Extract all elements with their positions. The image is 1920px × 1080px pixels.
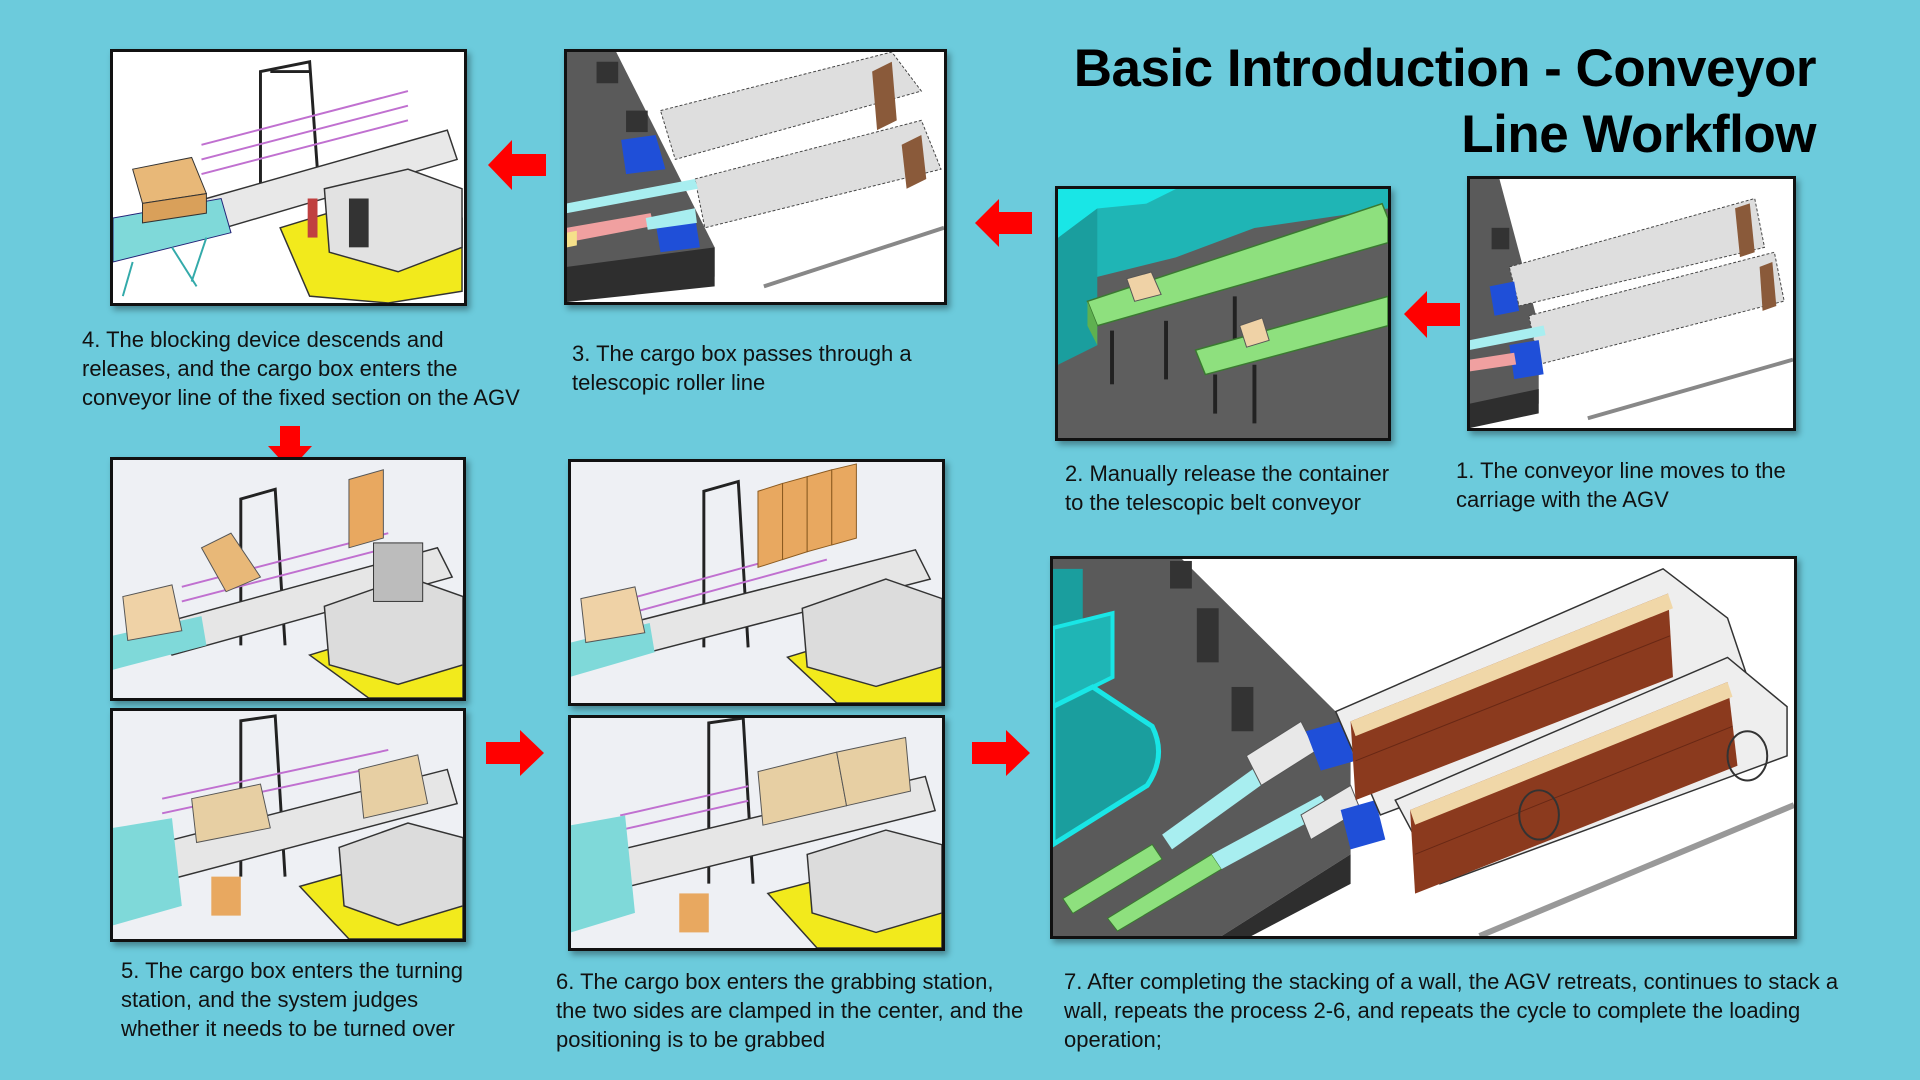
step-5-caption: 5. The cargo box enters the turning stat… (121, 958, 464, 1041)
right-arrow-icon (972, 730, 1030, 776)
step-1-caption: 1. The conveyor line moves to the carria… (1456, 458, 1786, 512)
page-title: Basic Introduction - Conveyor Line Workf… (916, 36, 1817, 168)
step-7-caption: 7. After completing the stacking of a wa… (1064, 969, 1839, 1052)
right-arrow-icon (486, 730, 544, 776)
step-4-caption: 4. The blocking device descends and rele… (82, 327, 520, 410)
step-4-image (110, 49, 467, 306)
left-arrow-icon (1404, 291, 1460, 338)
step-3-caption: 3. The cargo box passes through a telesc… (572, 341, 912, 395)
arrow-step3-to-step4 (488, 140, 546, 190)
arrow-step6-to-step7 (972, 730, 1030, 776)
left-arrow-icon (975, 199, 1032, 247)
arrow-step1-to-step2 (1404, 291, 1460, 338)
arrow-step5-to-step6 (486, 730, 544, 776)
step-6-image-top (568, 459, 945, 706)
arrow-step2-to-step3 (975, 199, 1032, 247)
title-line-1: Basic Introduction - Conveyor (1073, 39, 1817, 98)
step-1-image (1467, 176, 1796, 431)
step-5-image-top (110, 457, 466, 701)
step-7-image (1050, 556, 1797, 939)
step-3-image (564, 49, 947, 305)
down-arrow-icon (268, 426, 312, 470)
step-6-caption: 6. The cargo box enters the grabbing sta… (556, 969, 1024, 1052)
step-2-caption: 2. Manually release the container to the… (1065, 461, 1390, 515)
step-6-image-bottom (568, 715, 945, 951)
title-line-2: Line Workflow (1461, 105, 1816, 164)
left-arrow-icon (488, 140, 546, 190)
arrow-step4-to-step5 (268, 426, 312, 470)
step-5-image-bottom (110, 708, 466, 942)
step-2-image (1055, 186, 1391, 441)
